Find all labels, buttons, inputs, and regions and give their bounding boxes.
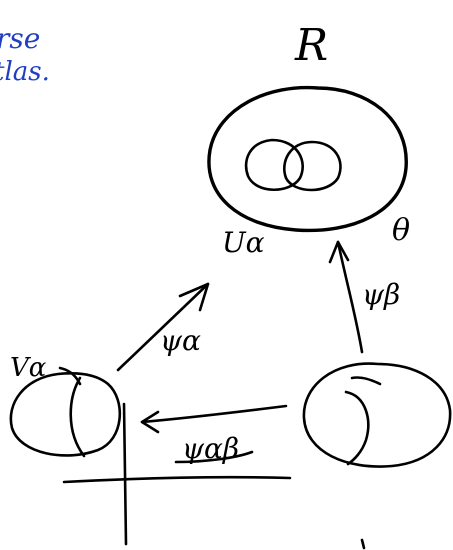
manifold-outline [207,85,408,233]
note-fragment: rse tlas. [0,22,50,87]
note-line-2: tlas. [0,57,50,87]
arrow-psi-alpha [116,282,210,372]
label-u-alpha: Uα [222,226,265,259]
arrow-psi-beta [336,240,364,354]
label-psi-beta: ψβ [362,278,400,311]
chart-domain-right-tick [350,376,382,386]
note-line-1: rse [0,22,40,55]
open-set-u-alpha [244,138,304,191]
arrow-psi-alpha-beta [140,404,288,424]
psi-alpha-beta-underline [174,450,254,464]
open-set-u-beta [283,140,342,192]
label-theta: θ [392,213,410,248]
chart-domain-v-alpha-overlap [69,376,86,458]
v-alpha-pointer [58,366,82,386]
label-psi-alpha: ψα [160,324,201,357]
chart-domain-right [302,362,452,468]
bottom-right-mark [360,538,366,550]
chart-axis-horizontal [62,475,292,484]
arrow-psi-alpha-beta-head [140,410,160,434]
arrow-psi-alpha-head [178,282,210,312]
chart-domain-right-overlap [344,390,370,466]
chart-axis-vertical [122,402,128,546]
label-r: R [294,20,328,71]
chart-domain-v-alpha [9,372,122,457]
arrow-psi-beta-head [328,240,350,264]
label-v-alpha: Vα [10,353,47,383]
